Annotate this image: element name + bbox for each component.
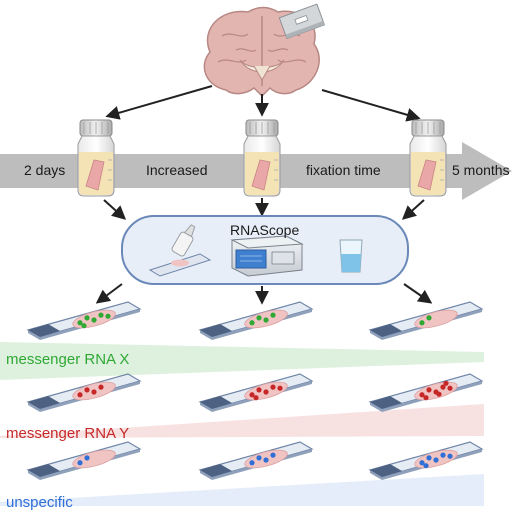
tissue-slide-icon: [26, 301, 142, 340]
signal-dot: [84, 315, 90, 321]
signal-dot: [423, 395, 429, 401]
signal-label-unspecific: unspecific: [6, 494, 73, 511]
signal-dot: [84, 387, 90, 393]
panel-to-slide-arrows: [95, 283, 433, 305]
tissue-slide-icon: [368, 441, 484, 480]
signal-dot: [419, 460, 425, 466]
signal-dot: [263, 457, 269, 463]
signal-dot: [77, 392, 83, 398]
signal-dot: [270, 452, 276, 458]
slides-grid: [26, 301, 484, 480]
jar-to-panel-arrows: [103, 198, 425, 220]
signal-dot: [277, 385, 283, 391]
signal-label-rna-y: messenger RNA Y: [6, 425, 130, 442]
dropper-bottle-icon: [171, 224, 196, 257]
signal-dot: [91, 389, 97, 395]
signal-dot: [263, 389, 269, 395]
signal-dot: [426, 315, 432, 321]
brain-to-jar-arrows: [105, 85, 421, 122]
signal-dot: [256, 387, 262, 393]
signal-dot: [91, 317, 97, 323]
tissue-slide-icon: [26, 441, 142, 480]
razor-blade-icon: [278, 3, 326, 40]
trend-wedge-rna-x: [0, 342, 484, 380]
tissue-slide-icon: [198, 301, 314, 340]
signal-dot: [81, 323, 87, 329]
trend-wedge-rna-y: [0, 404, 484, 438]
signal-dot: [77, 460, 83, 466]
signal-dot: [419, 320, 425, 326]
signal-label-rna-x: messenger RNA X: [6, 351, 130, 368]
tissue-slide-icon: [368, 301, 484, 340]
reagent-beaker-icon: [339, 239, 363, 273]
signal-dot: [440, 384, 446, 390]
signal-dot: [84, 455, 90, 461]
signal-dot: [423, 463, 429, 469]
timeline-middle-label-2: fixation time: [306, 162, 381, 178]
trend-wedge-unspecific: [0, 474, 484, 506]
signal-dot: [433, 457, 439, 463]
timeline-middle-label-1: Increased: [146, 162, 208, 178]
fixative-jar-icon: [409, 119, 447, 197]
fixative-jar-icon: [243, 119, 281, 197]
timeline-end-label: 5 months: [452, 162, 510, 178]
tissue-slide-icon: [198, 441, 314, 480]
signal-dot: [105, 313, 111, 319]
hybridization-oven-icon: [230, 235, 304, 277]
timeline-start-label: 2 days: [24, 162, 66, 178]
signal-dot: [270, 384, 276, 390]
signal-dot: [253, 395, 259, 401]
rnascope-label: RNAScope: [230, 222, 300, 238]
signal-dot: [436, 391, 442, 397]
tissue-slide-icon: [368, 373, 484, 412]
signal-dot: [98, 312, 104, 318]
fixative-jars: [77, 119, 447, 197]
signal-dot: [426, 455, 432, 461]
signal-dot: [249, 460, 255, 466]
signal-dot: [447, 453, 453, 459]
signal-dot: [77, 320, 83, 326]
signal-dot: [263, 317, 269, 323]
signal-dot: [443, 380, 449, 386]
tissue-slide-icon: [26, 373, 142, 412]
signal-dot: [440, 452, 446, 458]
tissue-slide-icon: [198, 373, 314, 412]
signal-dot: [419, 392, 425, 398]
signal-dot: [249, 392, 255, 398]
signal-dot: [256, 455, 262, 461]
signal-dot: [249, 320, 255, 326]
fixative-jar-icon: [77, 119, 115, 197]
panel-slide-icon: [148, 253, 212, 277]
signal-dot: [98, 384, 104, 390]
signal-dot: [447, 385, 453, 391]
signal-dot: [256, 315, 262, 321]
signal-dot: [426, 387, 432, 393]
signal-dot: [270, 312, 276, 318]
